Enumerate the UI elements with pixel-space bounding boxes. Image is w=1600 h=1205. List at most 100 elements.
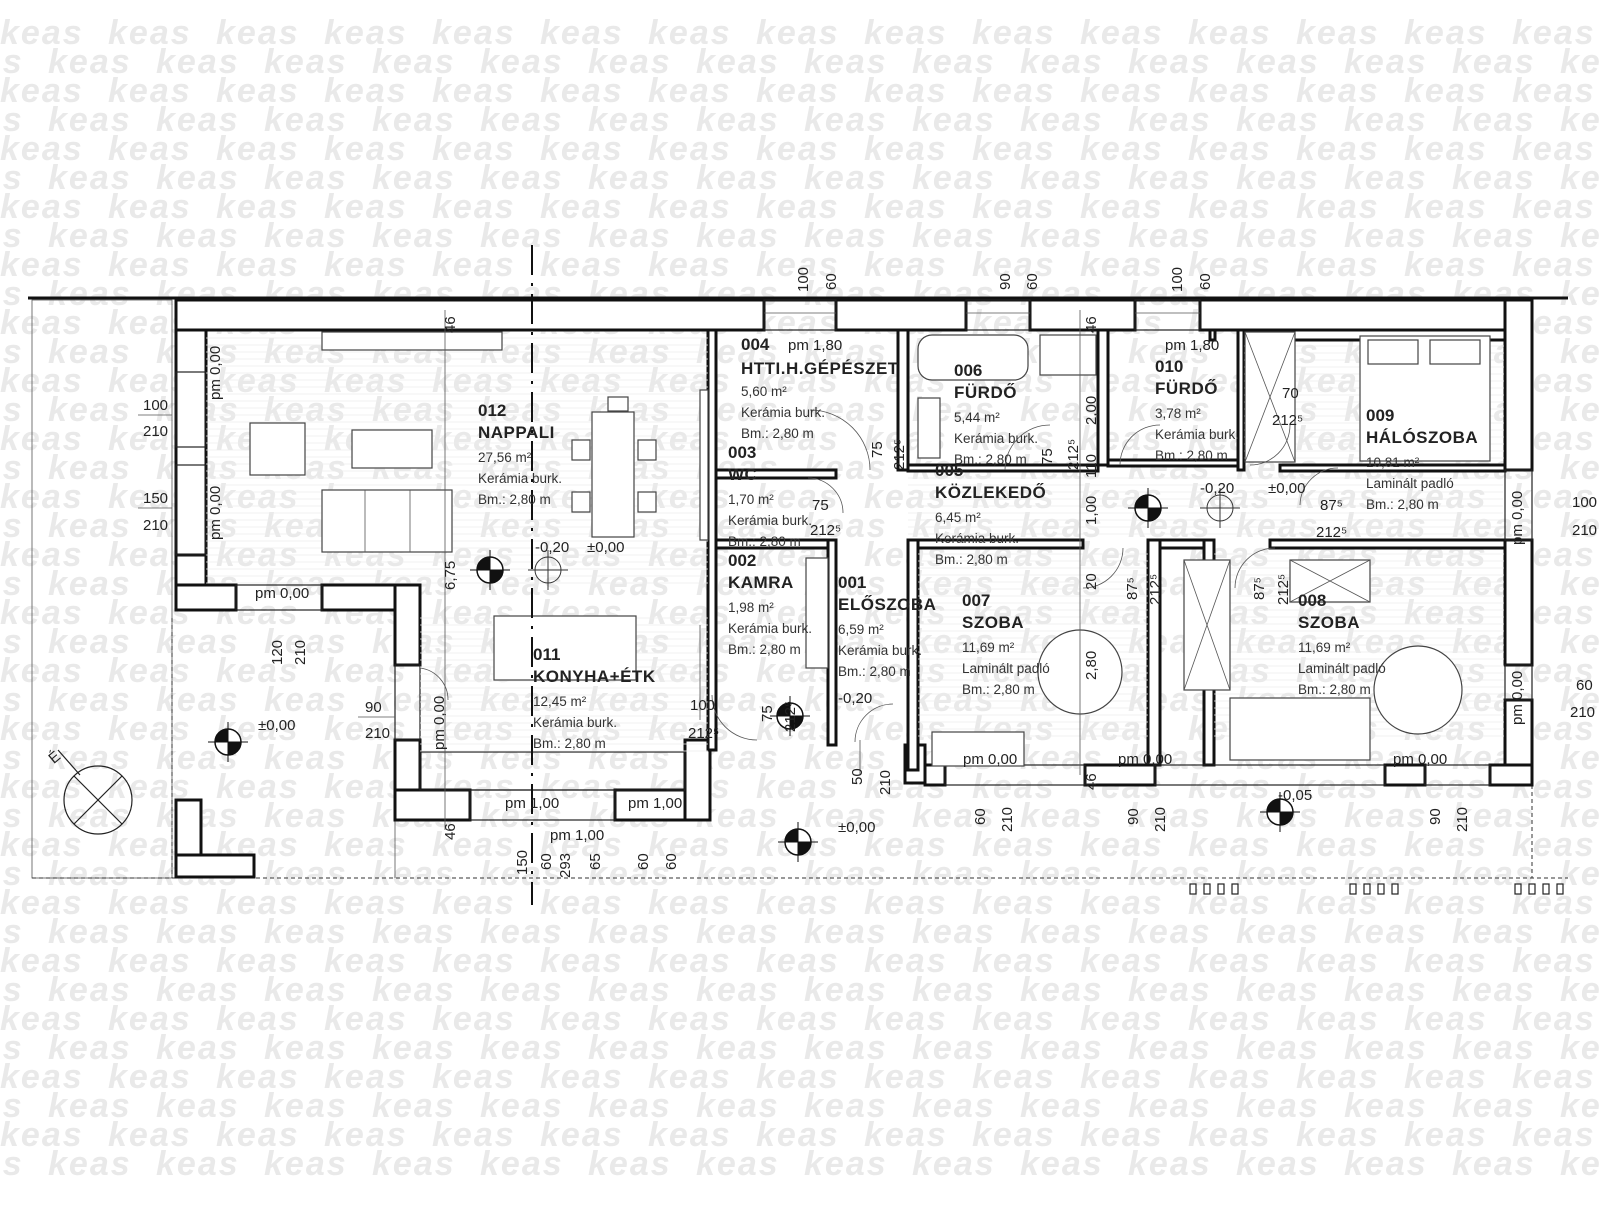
level-label: pm 0,00	[1509, 491, 1526, 545]
level-label: pm 0,00	[963, 751, 1017, 768]
watermark-text: keas	[264, 681, 348, 719]
dimension-label: 100	[795, 267, 812, 292]
watermark-text: keas	[1128, 1087, 1212, 1125]
level-marker-icon	[470, 550, 510, 590]
watermark-text: keas	[864, 246, 948, 284]
watermark-text: keas	[1128, 333, 1212, 371]
watermark-text: keas	[0, 449, 24, 487]
watermark-text: keas	[1236, 1087, 1320, 1125]
dimension-label: 1,00	[1083, 496, 1100, 525]
watermark-text: keas	[1080, 246, 1164, 284]
watermark-text: keas	[1560, 681, 1600, 719]
watermark-text: keas	[432, 246, 516, 284]
watermark-text: keas	[48, 391, 132, 429]
level-label: pm 1,80	[788, 337, 842, 354]
watermark-text: keas	[540, 188, 624, 226]
watermark-text: keas	[1188, 14, 1272, 52]
dimension-label: 50	[849, 768, 866, 785]
watermark-text: keas	[1404, 72, 1488, 110]
room-text: Bm.: 2,80 m	[954, 452, 1027, 467]
watermark-text: keas	[1020, 1087, 1104, 1125]
watermark-text: keas	[432, 1058, 516, 1096]
watermark-text: keas	[1080, 72, 1164, 110]
room-text: Kerámia burk.	[935, 531, 1019, 546]
dimension-label: 212⁵	[1147, 574, 1164, 605]
watermark-text: keas	[1344, 217, 1428, 255]
watermark-text: keas	[0, 420, 84, 458]
watermark-text: keas	[1128, 449, 1212, 487]
watermark-text: keas	[324, 942, 408, 980]
watermark-text: keas	[1020, 101, 1104, 139]
watermark-text: keas	[540, 1116, 624, 1154]
watermark-text: keas	[1452, 971, 1536, 1009]
watermark-text: keas	[1188, 768, 1272, 806]
watermark-text: keas	[372, 855, 456, 893]
watermark-text: keas	[108, 1000, 192, 1038]
watermark-text: keas	[432, 420, 516, 458]
watermark-text: keas	[0, 391, 24, 429]
room-text: Kerámia burk.	[478, 471, 562, 486]
watermark-text: keas	[864, 884, 948, 922]
watermark-text: keas	[264, 101, 348, 139]
watermark-text: keas	[1512, 14, 1596, 52]
watermark-text: keas	[0, 623, 24, 661]
watermark-text: keas	[1452, 1087, 1536, 1125]
watermark-text: keas	[540, 942, 624, 980]
watermark-text: keas	[912, 797, 996, 835]
watermark-text: keas	[756, 1116, 840, 1154]
watermark-text: keas	[756, 942, 840, 980]
dimension-label: 90	[1427, 808, 1444, 825]
watermark-text: keas	[48, 565, 132, 603]
room-text: 004	[741, 335, 770, 354]
watermark-text: keas	[1236, 101, 1320, 139]
dimension-label: 212⁵	[1272, 412, 1303, 429]
watermark-text: keas	[1512, 942, 1596, 980]
dimension-label: 87⁵	[1320, 497, 1343, 514]
watermark-text: keas	[588, 101, 672, 139]
watermark-text: keas	[804, 391, 888, 429]
watermark-text: keas	[540, 72, 624, 110]
room-text: Kerámia burk.	[533, 715, 617, 730]
level-label: ±0,00	[258, 717, 295, 734]
watermark-text: keas	[1560, 855, 1600, 893]
room-text: Bm.: 2,80 m	[533, 736, 606, 751]
watermark-text: keas	[48, 449, 132, 487]
watermark-text: keas	[0, 304, 84, 342]
watermark-text: keas	[0, 565, 24, 603]
watermark-text: keas	[756, 304, 840, 342]
watermark-text: keas	[1404, 188, 1488, 226]
room-text: Bm.: 2,80 m	[728, 642, 801, 657]
watermark-text: keas	[372, 971, 456, 1009]
dimension-label: 60	[1024, 273, 1041, 290]
watermark-text: keas	[648, 188, 732, 226]
watermark-text: keas	[1296, 72, 1380, 110]
dimension-label: 60	[663, 853, 680, 870]
dimension-label: 90	[1125, 808, 1142, 825]
watermark-text: keas	[156, 623, 240, 661]
watermark-text: keas	[1128, 971, 1212, 1009]
watermark-text: keas	[0, 1029, 24, 1067]
watermark-text: keas	[1188, 826, 1272, 864]
watermark-text: keas	[1128, 43, 1212, 81]
watermark-text: keas	[216, 884, 300, 922]
watermark-text: keas	[1344, 913, 1428, 951]
watermark-text: keas	[0, 797, 24, 835]
watermark-text: keas	[0, 971, 24, 1009]
level-label: pm 0,00	[1509, 671, 1526, 725]
watermark-text: keas	[324, 826, 408, 864]
watermark-text: keas	[0, 72, 84, 110]
watermark-text: keas	[1236, 1145, 1320, 1183]
watermark-text: keas	[1236, 159, 1320, 197]
watermark-text: keas	[648, 884, 732, 922]
room-text: 006	[954, 361, 982, 380]
watermark-text: keas	[756, 1058, 840, 1096]
room-text: KÖZLEKEDŐ	[935, 483, 1046, 502]
fence-post	[1391, 883, 1399, 895]
watermark-text: keas	[1128, 913, 1212, 951]
room-text: 003	[728, 443, 756, 462]
